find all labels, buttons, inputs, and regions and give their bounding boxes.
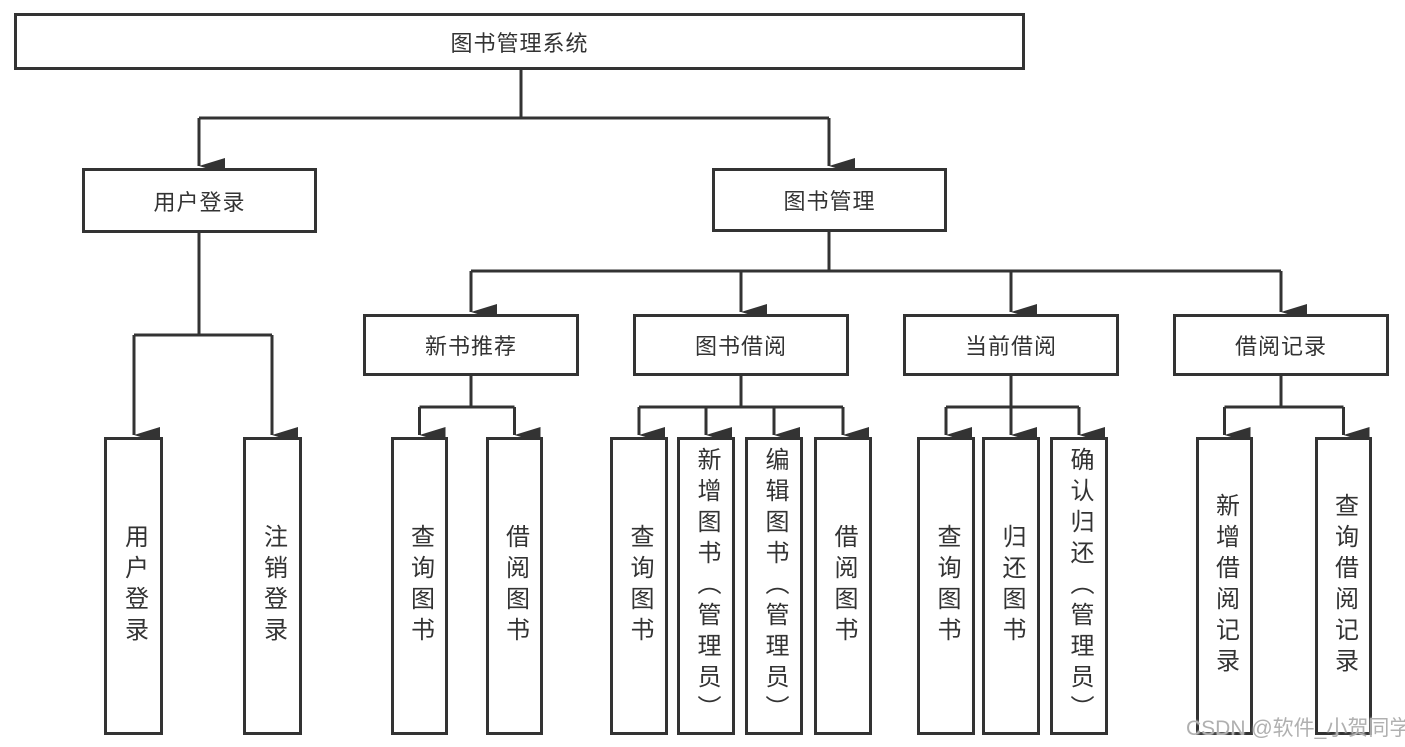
leaf-edit-book-admin: 编辑图书（管理员） — [745, 437, 803, 735]
leaf-query-borrow-record-label: 查询借阅记录 — [1330, 493, 1358, 679]
node-current-borrow-label: 当前借阅 — [964, 334, 1057, 359]
node-book-management-label: 图书管理 — [783, 189, 876, 214]
leaf-logout-label: 注销登录 — [259, 524, 287, 648]
connector-bookmgmt-to-level3 — [471, 232, 1281, 273]
node-library-system: 图书管理系统 — [14, 13, 1025, 70]
connector-borrow-to-leaves — [639, 376, 843, 409]
connector-records-to-leaves — [1224, 376, 1344, 409]
leaf-confirm-return-admin-label: 确认归还（管理员） — [1066, 446, 1093, 726]
leaf-query-borrow-record: 查询借阅记录 — [1315, 437, 1372, 735]
leaf-query-books-newbook: 查询图书 — [391, 437, 448, 735]
leaf-borrow-books-borrow: 借阅图书 — [814, 437, 872, 735]
node-library-system-label: 图书管理系统 — [450, 30, 589, 56]
node-new-book-recommend: 新书推荐 — [363, 314, 579, 376]
node-book-management: 图书管理 — [712, 168, 947, 232]
leaf-borrow-books-newbook-label: 借阅图书 — [501, 524, 529, 648]
leaf-add-book-admin-label: 新增图书（管理员） — [693, 446, 720, 726]
leaf-logout: 注销登录 — [243, 437, 302, 735]
node-book-borrow: 图书借阅 — [633, 314, 849, 376]
leaf-return-book: 归还图书 — [982, 437, 1040, 735]
node-user-login: 用户登录 — [82, 168, 317, 233]
leaf-user-login-label: 用户登录 — [120, 524, 148, 648]
leaf-user-login: 用户登录 — [104, 437, 163, 735]
node-borrow-records: 借阅记录 — [1173, 314, 1389, 376]
connector-newbook-to-leaves — [419, 376, 515, 409]
leaf-edit-book-admin-label: 编辑图书（管理员） — [761, 446, 788, 726]
leaf-query-books-current-label: 查询图书 — [933, 524, 960, 648]
leaf-borrow-books-newbook: 借阅图书 — [486, 437, 543, 735]
leaf-return-book-label: 归还图书 — [998, 524, 1025, 648]
leaf-query-books-newbook-label: 查询图书 — [406, 524, 434, 648]
leaf-confirm-return-admin: 确认归还（管理员） — [1050, 437, 1108, 735]
leaf-add-borrow-record-label: 新增借阅记录 — [1211, 493, 1239, 679]
connector-root-to-level2 — [199, 70, 829, 120]
leaf-add-book-admin: 新增图书（管理员） — [677, 437, 735, 735]
connector-userlogin-to-leaves — [134, 233, 272, 337]
node-new-book-recommend-label: 新书推荐 — [424, 334, 517, 359]
node-current-borrow: 当前借阅 — [903, 314, 1119, 376]
node-borrow-records-label: 借阅记录 — [1234, 334, 1327, 359]
node-book-borrow-label: 图书借阅 — [694, 334, 787, 359]
leaf-query-books-borrow-label: 查询图书 — [626, 524, 653, 648]
leaf-borrow-books-borrow-label: 借阅图书 — [830, 524, 857, 648]
leaf-query-books-borrow: 查询图书 — [610, 437, 668, 735]
leaf-query-books-current: 查询图书 — [917, 437, 975, 735]
leaf-add-borrow-record: 新增借阅记录 — [1196, 437, 1253, 735]
arrow-drops — [132, 118, 1370, 443]
node-user-login-label: 用户登录 — [153, 189, 246, 215]
csdn-watermark: CSDN @软件_小贺同学 — [1186, 717, 1405, 740]
connector-current-to-leaves — [946, 376, 1079, 409]
